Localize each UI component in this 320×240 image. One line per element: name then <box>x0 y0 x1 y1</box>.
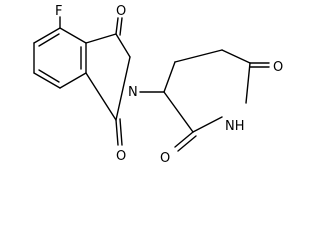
benzene-ring <box>33 27 87 89</box>
bond <box>115 56 131 121</box>
bond <box>221 49 251 64</box>
bond <box>115 33 131 58</box>
bond <box>33 72 61 89</box>
bond <box>59 27 87 44</box>
oxygen-bottom-label: O <box>116 149 126 164</box>
oxygen-right-label: O <box>273 60 283 75</box>
bond <box>163 91 194 133</box>
carbonyl-bond <box>119 118 123 146</box>
bond <box>33 27 61 44</box>
carbonyl-bond <box>115 17 119 35</box>
structure-diagram: F O O N NH O O <box>33 4 283 166</box>
n-label-background <box>126 83 140 99</box>
double-bond-inner <box>38 33 60 47</box>
fluorine-label: F <box>55 4 62 19</box>
oxygen-lower-label: O <box>160 151 170 166</box>
piperidine-ring <box>163 49 251 133</box>
amide-nh-label: NH <box>225 119 245 134</box>
double-bond-inner <box>38 69 60 83</box>
bond <box>174 49 223 63</box>
oxygen-top-label: O <box>116 4 126 19</box>
carbonyl-bond <box>119 17 123 36</box>
bond <box>245 62 251 104</box>
bond <box>59 72 87 89</box>
imide-n-label: N <box>128 85 138 100</box>
bond <box>85 72 117 121</box>
bond <box>85 33 117 44</box>
bond <box>192 116 223 133</box>
carbonyl-bond <box>177 135 197 152</box>
carbonyl-bond <box>174 131 194 148</box>
imide-ring <box>85 33 131 121</box>
carbonyl-bond <box>115 119 119 146</box>
bond <box>163 61 176 93</box>
